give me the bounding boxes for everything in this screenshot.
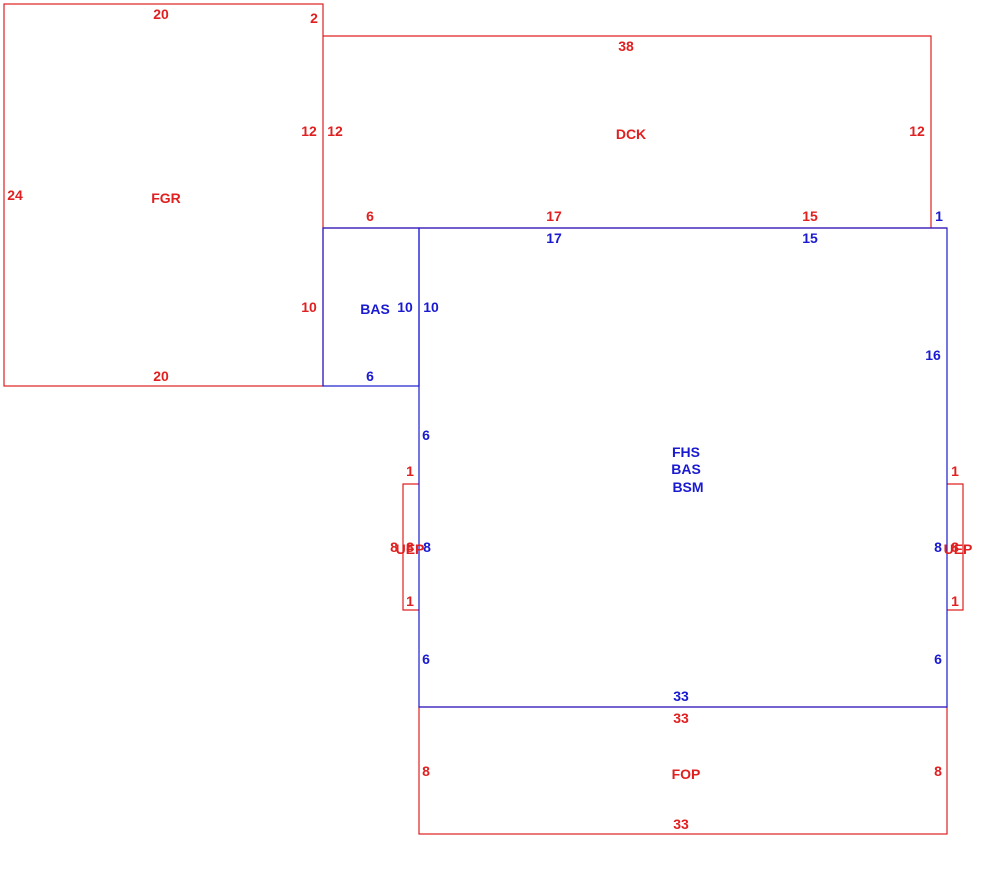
area-label-bsm: BSM xyxy=(672,479,703,495)
dim-uep-left-side-c: 8 xyxy=(423,539,431,555)
area-label-fgr: FGR xyxy=(151,190,181,206)
area-label-fop: FOP xyxy=(672,766,701,782)
dim-fgr-bottom: 20 xyxy=(153,368,169,384)
dim-bas-small-right: 10 xyxy=(423,299,439,315)
dim-dck-right: 12 xyxy=(909,123,925,139)
dim-bas-top-a: 17 xyxy=(546,230,562,246)
area-label-bas-small: BAS xyxy=(360,301,390,317)
dim-main-left-upper: 6 xyxy=(422,427,430,443)
dim-uep-right-bottom: 1 xyxy=(951,593,959,609)
dim-main-right: 16 xyxy=(925,347,941,363)
dim-uep-left-top: 1 xyxy=(406,463,414,479)
dim-fop-bottom: 33 xyxy=(673,816,689,832)
dim-fgr-left: 24 xyxy=(7,187,23,203)
dim-uep-left-side-b: 8 xyxy=(406,539,414,555)
dim-main-right-lower: 6 xyxy=(934,651,942,667)
uep-right-outline xyxy=(947,483,964,611)
area-label-dck: DCK xyxy=(616,126,646,142)
fgr-outline xyxy=(3,3,324,387)
dim-fgr-top-right: 2 xyxy=(310,10,318,26)
dim-bas-small-bottom: 6 xyxy=(366,368,374,384)
dim-main-bottom: 33 xyxy=(673,688,689,704)
dim-bas-small-left: 10 xyxy=(397,299,413,315)
dim-dck-left: 12 xyxy=(327,123,343,139)
dim-uep-left-bottom: 1 xyxy=(406,593,414,609)
dim-bas-top-b: 15 xyxy=(802,230,818,246)
dim-uep-right-side-a: 8 xyxy=(934,539,942,555)
dck-outline xyxy=(323,35,932,228)
uep-left-outline xyxy=(402,483,419,611)
dim-dck-bottom-b: 17 xyxy=(546,208,562,224)
dim-uep-right-side-b: 8 xyxy=(951,539,959,555)
dim-fop-right: 8 xyxy=(934,763,942,779)
dim-fgr-right-lower: 10 xyxy=(301,299,317,315)
dim-main-left-lower: 6 xyxy=(422,651,430,667)
dim-uep-right-top: 1 xyxy=(951,463,959,479)
dim-dck-bottom-c: 15 xyxy=(802,208,818,224)
dim-fop-top: 33 xyxy=(673,710,689,726)
dim-dck-bottom-a: 6 xyxy=(366,208,374,224)
dim-dck-bottom-d: 1 xyxy=(935,208,943,224)
area-label-bas: BAS xyxy=(671,461,701,477)
dim-dck-top: 38 xyxy=(618,38,634,54)
dim-fop-left: 8 xyxy=(422,763,430,779)
area-label-uep-left: UEP xyxy=(396,541,425,557)
area-label-uep-right: UEP xyxy=(944,541,973,557)
dim-fgr-top: 20 xyxy=(153,6,169,22)
main-living-outline xyxy=(418,227,948,708)
area-label-fhs: FHS xyxy=(672,444,700,460)
dim-uep-left-side-a: 8 xyxy=(390,539,398,555)
dim-fgr-right-upper: 12 xyxy=(301,123,317,139)
